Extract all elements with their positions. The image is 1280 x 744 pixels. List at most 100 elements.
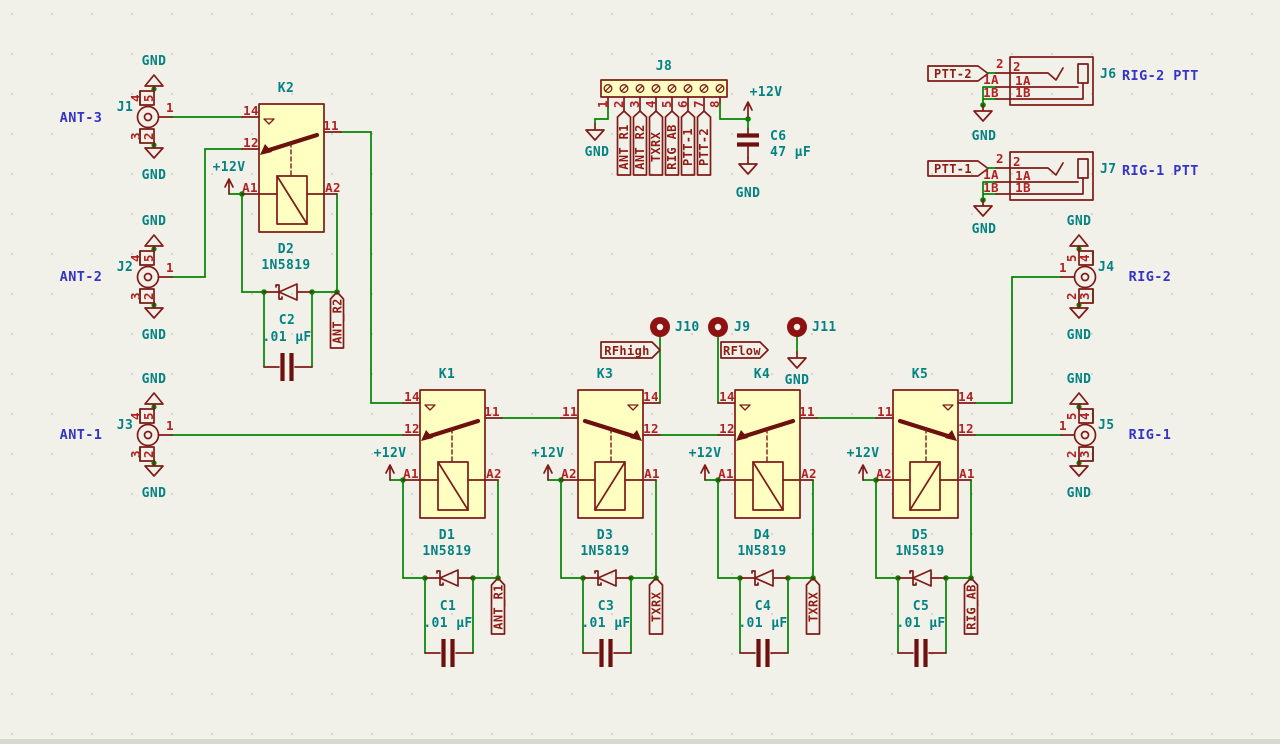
bottom-scrollbar[interactable] xyxy=(0,739,1280,744)
c1-ref: C1 xyxy=(440,599,456,614)
j7-wire1b-label: 1B xyxy=(983,180,999,195)
j3-pin4: 4 xyxy=(128,412,143,420)
j8-pin-4: 4 xyxy=(643,100,658,108)
j10-ref: J10 xyxy=(675,320,700,335)
j4-pin1: 1 xyxy=(1059,260,1067,275)
k5-pinA2: A2 xyxy=(876,466,892,481)
c6-gnd: GND xyxy=(736,186,761,201)
j8-pin-8: 8 xyxy=(707,100,722,108)
j8-pin-1: 1 xyxy=(595,100,610,108)
rflow-tag-shape[interactable] xyxy=(720,341,769,359)
j7-pin1b: 1B xyxy=(1015,180,1031,195)
k1-ref: K1 xyxy=(439,367,455,382)
connector-j8[interactable]: J8 1 2 3 4 5 6 7 8 GND ANT_R1 ANT_R2 TXR… xyxy=(585,59,728,176)
k1-pin12: 12 xyxy=(404,421,420,436)
j5-pin1: 1 xyxy=(1059,418,1067,433)
d3-ref: D3 xyxy=(597,528,613,543)
k1-pinA1: A1 xyxy=(403,466,419,481)
relay-k4-section[interactable]: K4 +12V 14 11 12 A1 A2 D4 1N5819 C4 .01 … xyxy=(689,367,821,667)
wire-k5-j4[interactable] xyxy=(974,276,1062,404)
j4-pin2: 2 xyxy=(1064,292,1079,300)
net-label-rig1-ptt: RIG-1 PTT xyxy=(1122,163,1199,179)
k4-pin12: 12 xyxy=(719,421,735,436)
connector-j1[interactable]: 4 5 3 2 1 J1 GND GND xyxy=(117,54,174,183)
k1-p12v: +12V xyxy=(374,446,407,461)
k5-ref: K5 xyxy=(912,367,928,382)
capacitor-c6-section[interactable]: +12V C6 47 µF GND xyxy=(719,85,811,201)
connector-j3[interactable]: 4 5 3 2 1 J3 GND GND xyxy=(117,372,174,501)
j4-gnd-top: GND xyxy=(1067,214,1092,229)
d3-value: 1N5819 xyxy=(580,544,629,559)
k5-pin14: 14 xyxy=(958,389,974,404)
connector-j4[interactable]: 5 4 2 3 1 J4 GND GND xyxy=(1059,214,1114,343)
connector-j5[interactable]: 5 4 2 3 1 J5 GND GND xyxy=(1059,372,1114,501)
j6-pin1a: 1A xyxy=(1015,73,1031,88)
k5-pin12: 12 xyxy=(958,421,974,436)
k5-pin11: 11 xyxy=(877,404,893,419)
testpoint-j10[interactable]: J10 RFhigh xyxy=(600,317,700,359)
j7-wires[interactable] xyxy=(982,167,997,201)
k5-pinA1: A1 xyxy=(959,466,975,481)
j6-body[interactable] xyxy=(1009,56,1094,106)
ptt1-tag-shape[interactable] xyxy=(927,160,989,177)
k4-tag: TXRX xyxy=(807,591,821,622)
j6-gnd: GND xyxy=(972,129,997,144)
wires[interactable] xyxy=(171,116,1062,436)
j6-ref: J6 xyxy=(1100,67,1116,82)
c6-p12v: +12V xyxy=(750,85,783,100)
connector-j2[interactable]: 4 5 3 2 1 J2 GND GND xyxy=(117,214,174,343)
relay-k1-section[interactable]: K1 +12V 14 11 12 A1 A2 D1 1N5819 C1 .01 … xyxy=(374,367,507,667)
c2-ref: C2 xyxy=(279,313,295,328)
d5-value: 1N5819 xyxy=(895,544,944,559)
k2-ref: K2 xyxy=(278,81,294,96)
c5-value: .01 µF xyxy=(896,616,945,631)
j6-wires[interactable] xyxy=(982,72,997,106)
j6-wire1a-label: 1A xyxy=(983,72,999,87)
j8-pin-6: 6 xyxy=(675,100,690,108)
j8-tag-rig-ab: RIG_AB xyxy=(665,124,680,170)
j2-pin4: 4 xyxy=(128,254,143,262)
j2-gnd-top: GND xyxy=(142,214,167,229)
wire-j2-k2[interactable] xyxy=(171,148,243,278)
j4-gnd-bottom: GND xyxy=(1067,328,1092,343)
j11-gnd: GND xyxy=(785,373,810,388)
ptt2-tag-shape[interactable] xyxy=(927,65,989,82)
j8-gnd-wire[interactable] xyxy=(594,107,609,125)
j7-wire1a-label: 1A xyxy=(983,167,999,182)
c2-value: .01 µF xyxy=(262,330,311,345)
relay-k2-section[interactable]: K2 +12V 14 11 12 A1 A2 D2 1N5819 C2 .01 … xyxy=(213,81,346,381)
net-label-rig2: RIG-2 xyxy=(1129,269,1172,285)
j7-pin2: 2 xyxy=(1013,154,1021,169)
d1-value: 1N5819 xyxy=(422,544,471,559)
j3-pin1: 1 xyxy=(166,418,174,433)
d5-ref: D5 xyxy=(912,528,928,543)
k1-pin11: 11 xyxy=(484,404,500,419)
rfhigh-tag-shape[interactable] xyxy=(600,341,661,359)
ptt1-tag: PTT-1 xyxy=(934,162,972,176)
ptt2-tag: PTT-2 xyxy=(934,67,972,81)
k3-ref: K3 xyxy=(597,367,613,382)
j2-pin3: 3 xyxy=(128,292,143,300)
wire-k2-k1[interactable] xyxy=(339,131,404,404)
connector-j7[interactable]: PTT-1 2 1A 1B 2 1A 1B GND J7 xyxy=(927,151,1116,237)
k5-p12v: +12V xyxy=(847,446,880,461)
k3-pinA1: A1 xyxy=(644,466,660,481)
j5-pin3: 3 xyxy=(1077,450,1092,458)
j8-tag-ptt1: PTT-1 xyxy=(681,128,695,166)
testpoint-j9[interactable]: J9 RFlow xyxy=(708,317,769,359)
c4-value: .01 µF xyxy=(738,616,787,631)
testpoint-j11[interactable]: J11 GND xyxy=(785,317,837,388)
j6-wire2-label: 2 xyxy=(996,56,1004,71)
j7-body[interactable] xyxy=(1009,151,1094,201)
k3-pin12: 12 xyxy=(643,421,659,436)
k3-p12v: +12V xyxy=(532,446,565,461)
k4-p12v: +12V xyxy=(689,446,722,461)
relay-k5-section[interactable]: K5 +12V 14 11 12 A2 A1 D5 1N5819 C5 .01 … xyxy=(847,367,980,667)
connector-j6[interactable]: PTT-2 2 1A 1B 2 1A 1B GND J6 xyxy=(927,56,1116,144)
relay-k3-section[interactable]: K3 +12V 14 11 12 A2 A1 D3 1N5819 C3 .01 … xyxy=(532,367,664,667)
c5-ref: C5 xyxy=(913,599,929,614)
d1-ref: D1 xyxy=(439,528,455,543)
j5-ref: J5 xyxy=(1098,418,1114,433)
